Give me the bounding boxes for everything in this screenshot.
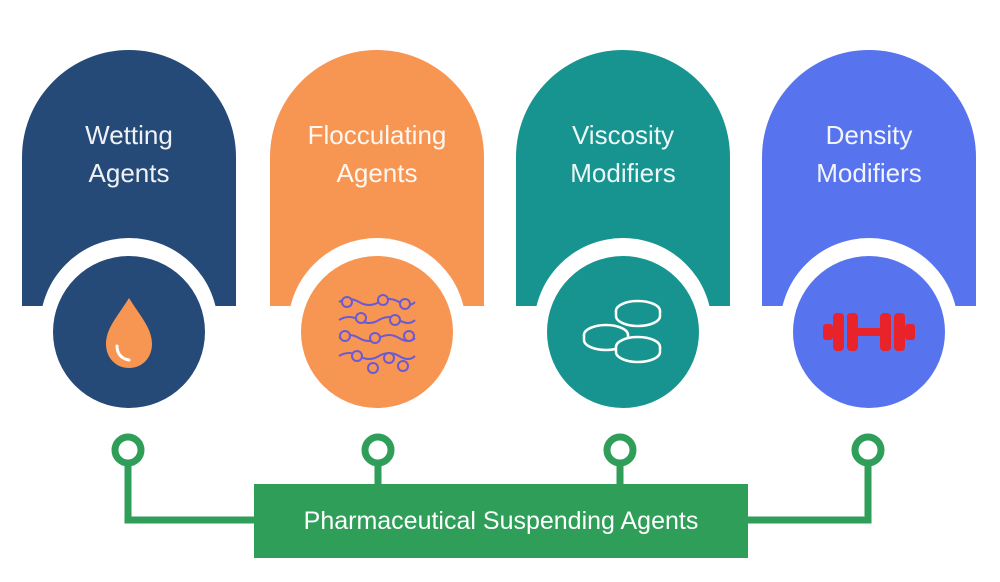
card-title: Wetting Agents bbox=[22, 116, 236, 192]
card-title-line1: Viscosity bbox=[571, 120, 675, 150]
particles-icon bbox=[338, 294, 416, 374]
card-wetting-agents: Wetting Agents bbox=[22, 50, 236, 306]
card-title: Viscosity Modifiers bbox=[516, 116, 730, 192]
card-title: Density Modifiers bbox=[762, 116, 976, 192]
icon-circle-density bbox=[793, 256, 945, 408]
card-title-line2: Modifiers bbox=[816, 158, 922, 188]
dumbbell-icon bbox=[823, 313, 915, 351]
drop-icon bbox=[106, 298, 152, 368]
connector-1 bbox=[124, 460, 254, 524]
card-title-line2: Modifiers bbox=[570, 158, 676, 188]
icon-circle-wetting bbox=[53, 256, 205, 408]
icon-circle-flocculating bbox=[301, 256, 453, 408]
pills-icon bbox=[582, 299, 662, 364]
card-title: Flocculating Agents bbox=[270, 116, 484, 192]
card-title-line2: Agents bbox=[88, 158, 170, 188]
suspending-agents-banner: Pharmaceutical Suspending Agents bbox=[254, 484, 748, 558]
node-3 bbox=[603, 433, 637, 467]
node-2 bbox=[361, 433, 395, 467]
card-title-line1: Density bbox=[825, 120, 913, 150]
banner-label: Pharmaceutical Suspending Agents bbox=[303, 506, 699, 535]
node-4 bbox=[851, 433, 885, 467]
icon-circle-viscosity bbox=[547, 256, 699, 408]
connector-4 bbox=[748, 460, 872, 524]
card-title-line1: Wetting bbox=[85, 120, 173, 150]
card-title-line1: Flocculating bbox=[307, 120, 447, 150]
node-1 bbox=[111, 433, 145, 467]
card-title-line2: Agents bbox=[336, 158, 418, 188]
